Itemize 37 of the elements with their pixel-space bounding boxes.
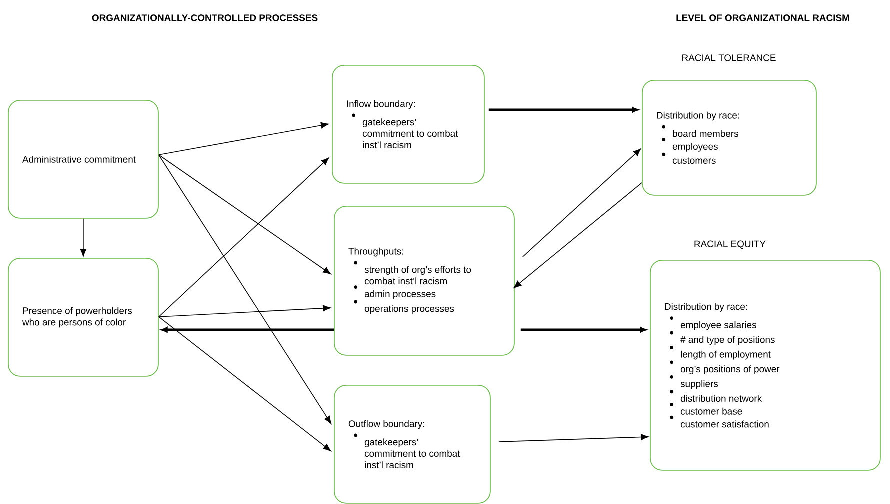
- node-label: employee salaries: [680, 321, 756, 330]
- column-heading: ORGANIZATIONALLY-CONTROLLED PROCESSES: [92, 14, 318, 22]
- arrow: [80, 218, 87, 257]
- process-box: Presence of powerholders who are persons of color: [8, 258, 159, 377]
- section-heading: RACIAL EQUITY: [694, 240, 766, 250]
- node-label: customer base: [680, 408, 742, 415]
- arrow: [158, 154, 332, 274]
- node-label: board members: [673, 130, 738, 138]
- node-label: customer satisfaction: [680, 420, 769, 428]
- arrow: [514, 182, 642, 288]
- process-box: Outflow boundary: gatekeepers’ commitment to combat inst’l racism: [334, 385, 491, 504]
- node-label: length of employment: [681, 350, 771, 360]
- process-box: Administrative commitment: [8, 100, 159, 219]
- arrow: [158, 158, 330, 318]
- arrow: [158, 316, 332, 452]
- arrow: [158, 154, 332, 424]
- arrow: [158, 122, 329, 156]
- process-box: Throughputs: strength of org’s efforts to combat inst’l racism admin processes operations processes: [334, 206, 515, 356]
- section-heading: RACIAL TOLERANCE: [682, 54, 776, 62]
- arrow: [498, 434, 649, 442]
- node-label: Distribution by race:: [665, 303, 748, 312]
- node-label: customers: [672, 158, 716, 164]
- column-heading: LEVEL OF ORGANIZATIONAL RACISM: [676, 14, 850, 22]
- node-label: employees: [672, 143, 718, 152]
- process-box: Distribution by race: employee salaries # and type of positions length of employment org’s positions of power suppliers distribution network customer base customer satisfaction: [650, 260, 881, 471]
- arrow: [520, 327, 646, 333]
- process-box: Inflow boundary: gatekeepers’ commitment to combat inst’l racism: [332, 65, 485, 184]
- node-label: # and type of positions: [680, 336, 775, 346]
- node-label: Distribution by race:: [657, 112, 740, 121]
- arrow: [522, 148, 642, 258]
- node-label: suppliers: [680, 380, 718, 390]
- node-label: org’s positions of power: [680, 366, 780, 374]
- process-box: Distribution by race: board members employees customers: [642, 80, 817, 196]
- arrow: [162, 327, 334, 333]
- arrow: [158, 305, 331, 318]
- arrow: [488, 107, 638, 113]
- node-label: distribution network: [680, 395, 762, 402]
